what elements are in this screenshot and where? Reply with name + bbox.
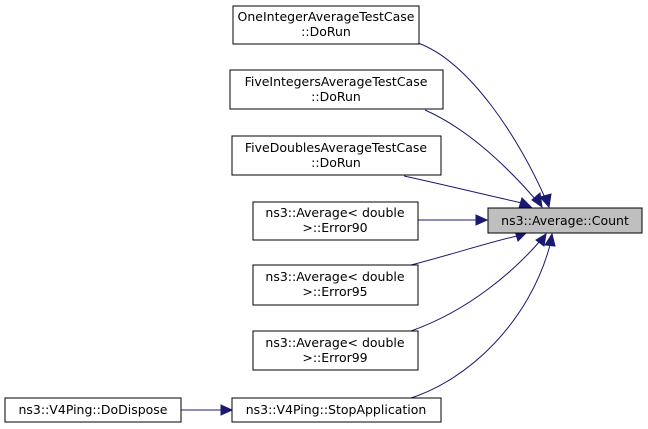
edge-arrowhead	[531, 192, 543, 209]
node-label-line1: OneIntegerAverageTestCase	[238, 9, 415, 24]
node-label-line2: >::Error95	[302, 284, 367, 299]
node-label-line1: ns3::Average< double	[265, 205, 405, 220]
node-label: ns3::V4Ping::StopApplication	[246, 402, 427, 417]
node-label-line2: >::Error90	[302, 220, 367, 235]
node-one-integer-average-test-case[interactable]: OneIntegerAverageTestCase ::DoRun	[232, 5, 420, 45]
edge-five-doubles-to-count	[403, 175, 523, 204]
node-v4ping-stop-application[interactable]: ns3::V4Ping::StopApplication	[231, 397, 442, 423]
edge-error99-to-count	[410, 240, 541, 332]
node-label-line1: FiveIntegersAverageTestCase	[245, 74, 428, 89]
node-label-line1: FiveDoublesAverageTestCase	[245, 140, 427, 155]
edge-arrowhead	[544, 232, 556, 247]
node-label-line2: ::DoRun	[311, 89, 361, 104]
edge-arrowhead	[220, 404, 234, 416]
node-label-line2: ::DoRun	[301, 24, 351, 39]
edge-error95-to-count	[410, 235, 518, 266]
edge-five-integers-to-count	[424, 109, 537, 201]
node-five-integers-average-test-case[interactable]: FiveIntegersAverageTestCase ::DoRun	[229, 69, 444, 110]
edge-one-integer-to-count	[417, 42, 547, 201]
node-average-error95[interactable]: ns3::Average< double >::Error95	[252, 264, 419, 306]
edge-stopapplication-to-count	[407, 244, 551, 400]
node-focus[interactable]: ns3::Average::Count	[487, 207, 643, 234]
edge-arrowhead	[518, 197, 533, 209]
node-v4ping-do-dispose[interactable]: ns3::V4Ping::DoDispose	[4, 397, 182, 423]
node-label-line1: ns3::Average< double	[265, 335, 405, 350]
node-five-doubles-average-test-case[interactable]: FiveDoublesAverageTestCase ::DoRun	[231, 135, 442, 176]
node-label-line1: ns3::Average< double	[265, 269, 405, 284]
node-label: ns3::V4Ping::DoDispose	[19, 402, 168, 417]
edge-arrowhead	[535, 233, 547, 247]
edge-arrowhead	[539, 193, 552, 209]
node-label: ns3::Average::Count	[501, 213, 629, 228]
node-average-error99[interactable]: ns3::Average< double >::Error99	[252, 330, 419, 371]
node-average-error90[interactable]: ns3::Average< double >::Error90	[252, 201, 419, 241]
node-label-line2: ::DoRun	[311, 155, 361, 170]
edge-arrowhead	[475, 214, 489, 226]
node-label-line2: >::Error99	[302, 350, 367, 365]
edges	[181, 42, 556, 416]
